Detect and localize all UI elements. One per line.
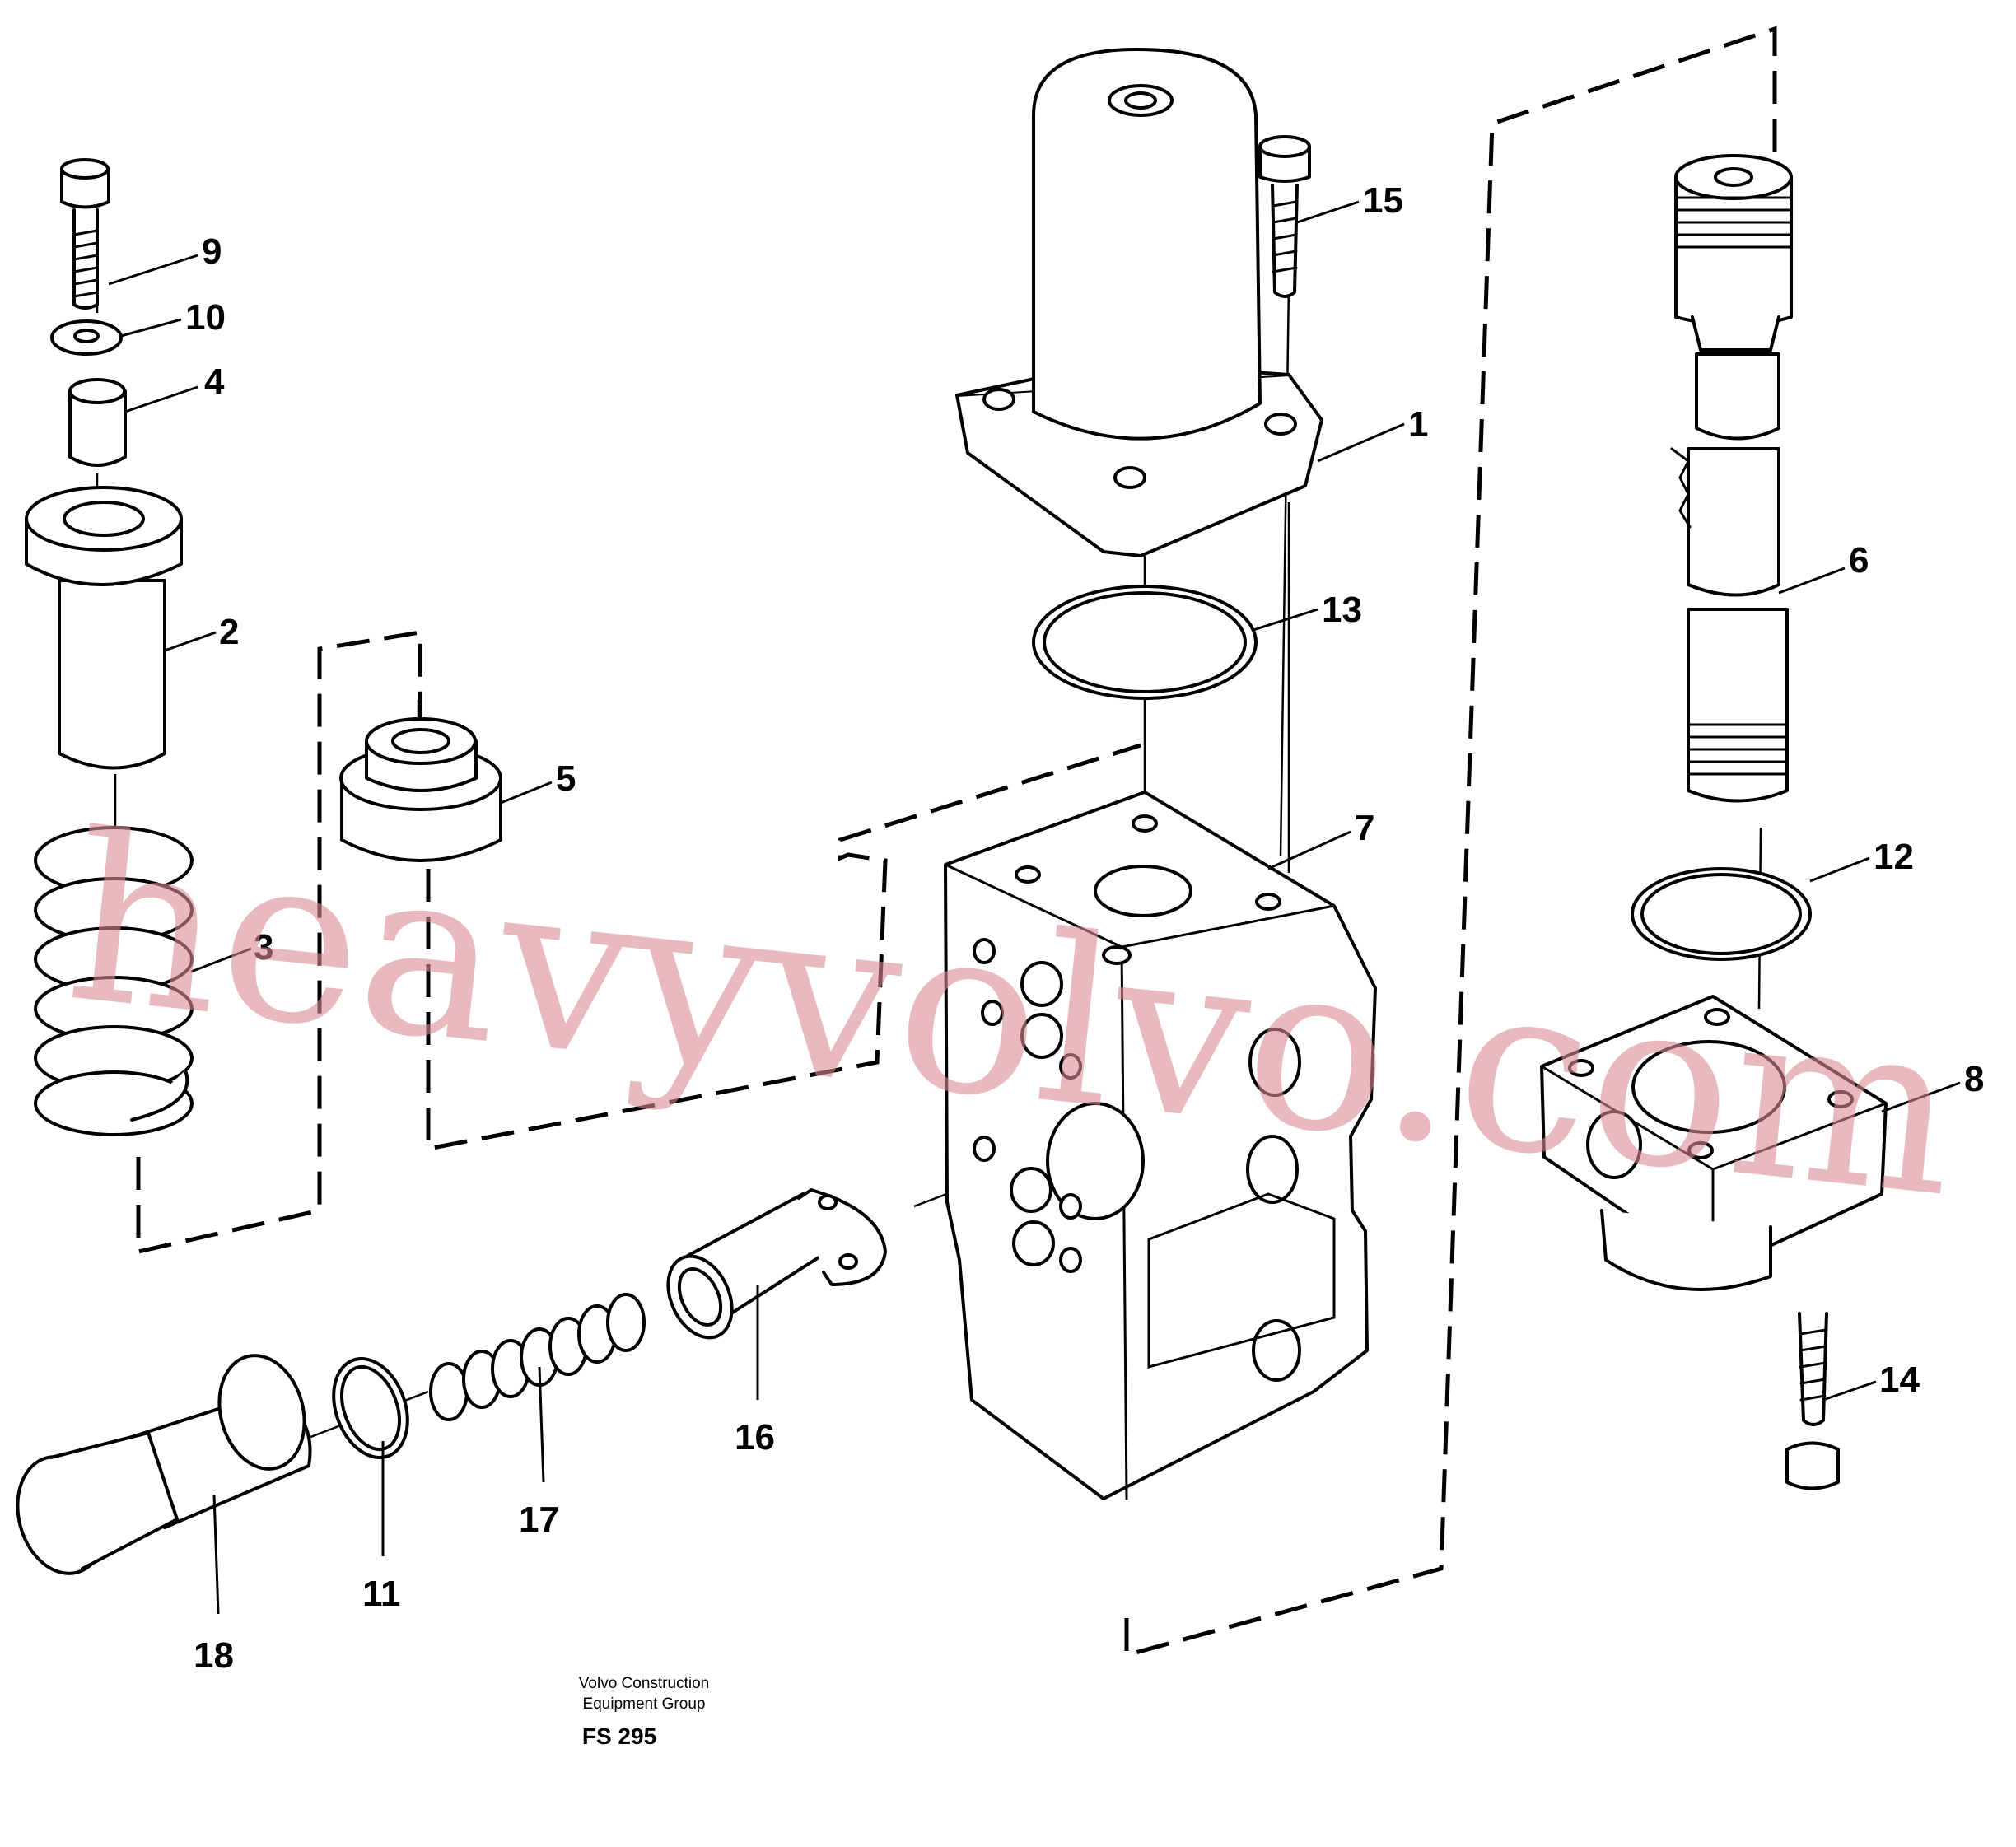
assembly-dashed-lines xyxy=(136,26,1777,1658)
callout-10: 10 xyxy=(185,297,226,338)
callout-8: 8 xyxy=(1964,1059,1984,1099)
callout-2: 2 xyxy=(219,612,239,652)
part-13-o-ring xyxy=(1032,585,1258,700)
part-12-o-ring xyxy=(1631,867,1812,961)
callout-5: 5 xyxy=(556,758,576,799)
part-5-spring-seat xyxy=(339,717,502,862)
part-6-spool xyxy=(1670,154,1793,803)
callout-7: 7 xyxy=(1355,808,1374,848)
callout-9: 9 xyxy=(202,231,222,272)
callout-1: 1 xyxy=(1408,404,1428,445)
caption-block: Volvo Construction Equipment Group FS 29… xyxy=(579,1675,709,1749)
callout-17: 17 xyxy=(519,1500,559,1540)
callout-numbers: 1 2 3 4 5 6 7 8 9 10 11 12 13 14 15 16 1… xyxy=(185,180,1984,1676)
callout-13: 13 xyxy=(1322,590,1362,630)
part-11-o-ring xyxy=(332,1356,409,1460)
caption-figure-code: FS 295 xyxy=(582,1723,656,1749)
part-16-sleeve xyxy=(666,1188,887,1340)
part-3-coil-spring xyxy=(34,826,194,1136)
part-15-cap-screw xyxy=(1258,135,1311,298)
part-9-cap-screw xyxy=(60,158,110,310)
callout-15: 15 xyxy=(1363,180,1403,221)
part-2-guide-sleeve xyxy=(25,486,183,770)
callout-18: 18 xyxy=(194,1635,234,1676)
callout-6: 6 xyxy=(1849,540,1869,581)
part-7-valve-body xyxy=(944,791,1377,1500)
caption-group: Equipment Group xyxy=(583,1695,706,1713)
callout-11: 11 xyxy=(362,1574,401,1614)
callout-12: 12 xyxy=(1874,837,1914,877)
callout-3: 3 xyxy=(254,927,273,968)
leader-lines xyxy=(108,200,1961,1615)
part-17-small-spring xyxy=(429,1293,646,1421)
part-10-washer xyxy=(50,319,123,356)
part-8-end-cover xyxy=(1540,995,1888,1291)
caption-company: Volvo Construction xyxy=(579,1675,709,1692)
callout-16: 16 xyxy=(735,1417,775,1458)
part-18-plug xyxy=(16,1354,312,1575)
callout-4: 4 xyxy=(204,361,225,402)
callout-14: 14 xyxy=(1879,1360,1920,1400)
part-1-valve-cover xyxy=(955,48,1323,557)
part-4-bushing xyxy=(68,378,127,467)
part-14-cap-screw xyxy=(1785,1312,1840,1490)
